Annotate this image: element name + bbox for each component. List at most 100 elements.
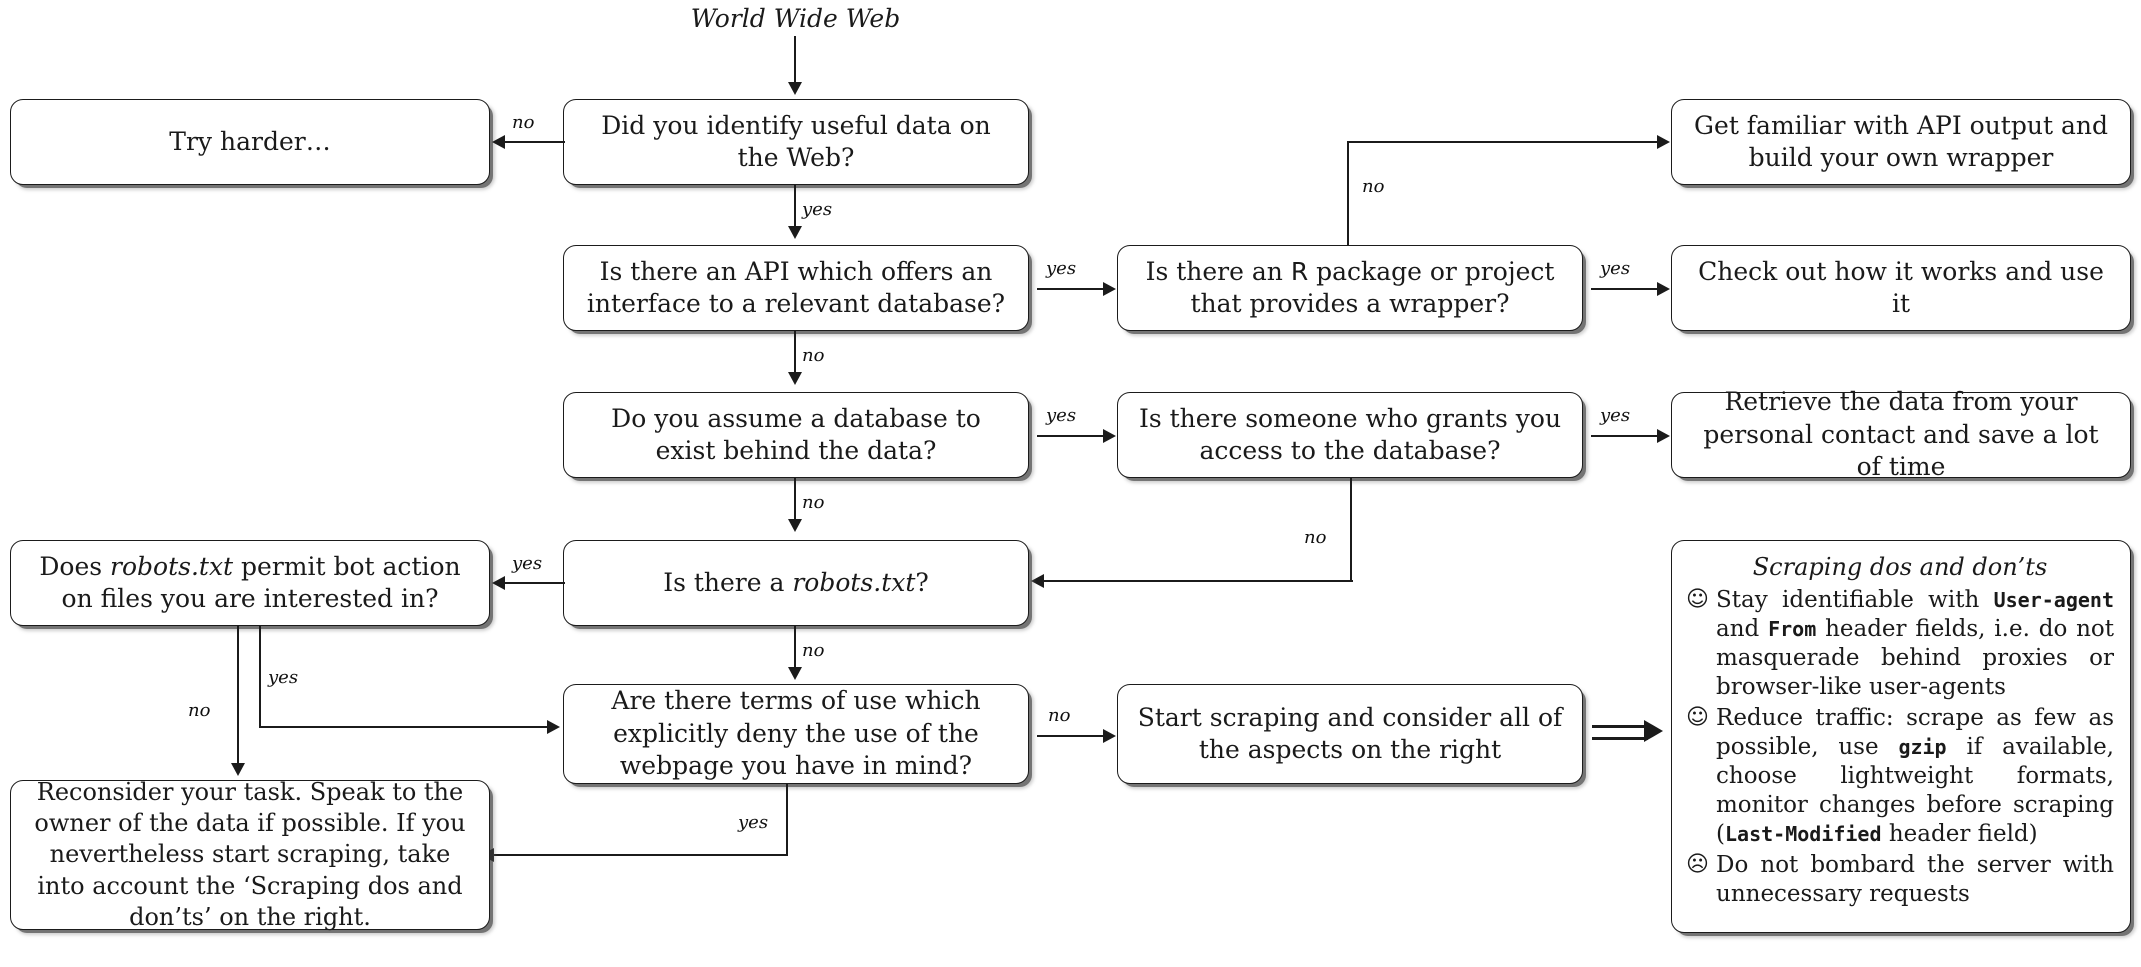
node-terms-of-use-label: Are there terms of use which explicitly … [611, 686, 981, 781]
node-identify-data[interactable]: Did you identify useful data on the Web? [563, 99, 1029, 185]
edge-label-terms-no: no [1048, 705, 1071, 726]
robots-txt-mention: robots.txt [110, 551, 234, 581]
edge-grants-no-vertical [1350, 478, 1353, 582]
node-assume-db-label: Do you assume a database to exist behind… [611, 403, 981, 466]
node-robots-exists-label: Is there a robots.txt? [663, 567, 929, 597]
scraping-tip-item: ☺ Reduce traffic: scrape as few as possib… [1686, 704, 2114, 849]
arrowhead-permit-no [231, 763, 245, 776]
node-identify-data-label: Did you identify useful data on the Web? [601, 110, 991, 173]
arrowhead-api-yes [1103, 282, 1116, 296]
node-api-interface-label: Is there an API which offers an interfac… [586, 256, 1006, 319]
node-retrieve-personal[interactable]: Retrieve the data from your personal con… [1671, 387, 2131, 481]
node-start-scraping[interactable]: Start scraping and consider all of the a… [1117, 684, 1583, 784]
arrowhead-permit-yes [547, 720, 560, 734]
tip-text-run: if available, choose lightweight formats… [1716, 733, 2114, 847]
node-grants-access[interactable]: Is there someone who grants you access t… [1117, 392, 1583, 478]
arrowhead-grants-yes [1657, 429, 1670, 443]
edge-grants-no-horizontal [1043, 580, 1353, 583]
edge-label-rpkg-no: no [1362, 176, 1385, 197]
scraping-tips-panel: Scraping dos and don’ts ☺Stay identifiab… [1671, 540, 2131, 933]
edge-label-grants-no: no [1304, 527, 1327, 548]
edge-label-grants-yes: yes [1600, 405, 1631, 426]
edge-assume-no [794, 478, 797, 523]
node-api-wrapper-label: Get familiar with API output and build y… [1694, 110, 2108, 173]
node-terms-of-use[interactable]: Are there terms of use which explicitly … [563, 684, 1029, 784]
scraping-tip-text: Do not bombard the server with unnecessa… [1716, 851, 2114, 909]
edge-label-assume-yes: yes [1046, 405, 1077, 426]
edge-label-api-no: no [802, 345, 825, 366]
node-try-harder-label: Try harder… [169, 126, 331, 156]
node-start-scraping-label: Start scraping and consider all of the a… [1137, 702, 1563, 765]
node-assume-db[interactable]: Do you assume a database to exist behind… [563, 392, 1029, 478]
node-api-wrapper[interactable]: Get familiar with API output and build y… [1671, 99, 2131, 185]
node-reconsider-label: Reconsider your task. Speak to the owner… [34, 778, 466, 931]
node-r-package-label: Is there an R package or project that pr… [1145, 256, 1555, 319]
arrowhead-identify-no [492, 135, 505, 149]
edge-scraping-to-tips [1592, 720, 1668, 746]
arrowhead-assume-yes [1103, 429, 1116, 443]
edge-identify-yes [794, 185, 797, 230]
edge-label-terms-yes: yes [738, 812, 769, 833]
edge-rpkg-no-vertical [1347, 141, 1350, 245]
edge-label-identify-yes: yes [802, 199, 833, 220]
edge-assume-yes [1037, 435, 1105, 438]
tip-text-run: header field) [1881, 820, 2038, 847]
scraping-tip-item: ☺Stay identifiable with User-agent and F… [1686, 586, 2114, 702]
arrowhead-api-no [788, 372, 802, 385]
node-reconsider[interactable]: Reconsider your task. Speak to the owner… [10, 778, 490, 931]
node-retrieve-personal-label: Retrieve the data from your personal con… [1703, 387, 2099, 482]
arrowhead-robots-yes [492, 576, 505, 590]
node-grants-access-label: Is there someone who grants you access t… [1138, 403, 1562, 466]
scraping-tip-text: Reduce traffic: scrape as few as possibl… [1716, 704, 2114, 849]
edge-terms-no [1037, 735, 1105, 738]
edge-title-to-identify [794, 36, 797, 84]
node-robots-permit[interactable]: Does robots.txt permit bot action on fil… [10, 540, 490, 626]
arrowhead-scraping-to-tips [1644, 720, 1663, 742]
edge-label-robots-no: no [802, 640, 825, 661]
arrowhead-identify-yes [788, 226, 802, 239]
tip-text-run: and [1716, 615, 1769, 642]
tip-text-run: Stay identifiable with [1716, 587, 1994, 613]
double-arrow-line-bottom [1592, 737, 1648, 740]
arrowhead-title-to-identify [788, 82, 802, 95]
edge-permit-yes-horizontal [259, 726, 549, 729]
arrowhead-terms-no [1103, 729, 1116, 743]
edge-label-permit-no: no [188, 700, 211, 721]
edge-terms-yes-horizontal [493, 854, 788, 857]
edge-terms-yes-vertical [786, 784, 789, 856]
edge-label-permit-yes: yes [268, 667, 299, 688]
code-token: gzip [1898, 734, 1947, 759]
scraping-tip-item: ☹Do not bombard the server with unnecess… [1686, 851, 2114, 909]
edge-api-no [794, 331, 797, 376]
scraping-tip-text: Stay identifiable with User-agent and Fr… [1716, 586, 2114, 702]
edge-label-assume-no: no [802, 492, 825, 513]
tip-text-run: header fields, i.e. do not masquerade be… [1716, 615, 2115, 700]
node-check-works[interactable]: Check out how it works and use it [1671, 245, 2131, 331]
node-api-interface[interactable]: Is there an API which offers an interfac… [563, 245, 1029, 331]
edge-label-api-yes: yes [1046, 258, 1077, 279]
node-robots-permit-label: Does robots.txt permit bot action on fil… [39, 551, 461, 614]
edge-label-rpkg-yes: yes [1600, 258, 1631, 279]
scraping-tips-title: Scraping dos and don’ts [1752, 553, 2048, 581]
edge-grants-yes [1591, 435, 1659, 438]
node-r-package[interactable]: Is there an R package or project that pr… [1117, 245, 1583, 331]
edge-rpkg-yes [1591, 288, 1659, 291]
arrowhead-grants-no [1031, 574, 1044, 588]
edge-rpkg-no-horizontal [1347, 141, 1659, 144]
arrowhead-assume-no [788, 519, 802, 532]
code-token: From [1768, 616, 1817, 641]
node-check-works-label: Check out how it works and use it [1698, 256, 2104, 319]
edge-label-identify-no: no [512, 112, 535, 133]
double-arrow-line-top [1592, 725, 1648, 728]
arrowhead-robots-no [788, 667, 802, 680]
arrowhead-rpkg-no [1657, 135, 1670, 149]
smiling-face-icon: ☺ [1686, 704, 1709, 730]
tip-text-run: Do not bombard the server with unnecessa… [1716, 851, 2114, 907]
edge-identify-no [505, 141, 565, 144]
edge-permit-yes-vertical [259, 626, 262, 728]
node-robots-exists[interactable]: Is there a robots.txt? [563, 540, 1029, 626]
edge-api-yes [1037, 288, 1105, 291]
tip-text-run: Reduce traffic: scrape as few as possibl… [1716, 704, 2114, 760]
node-try-harder[interactable]: Try harder… [10, 99, 490, 185]
